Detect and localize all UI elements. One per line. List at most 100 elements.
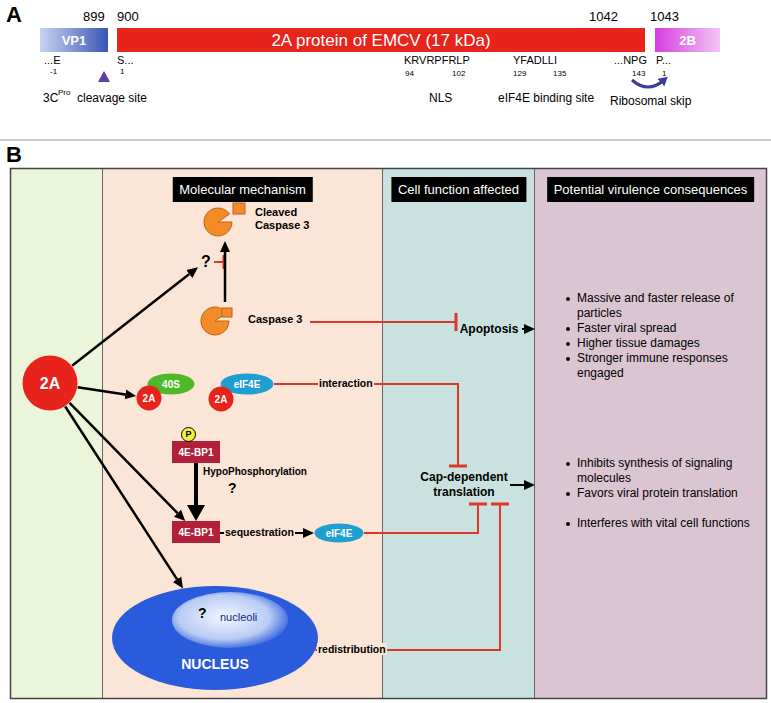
enzyme-shape [204,208,232,236]
panel-border [11,169,767,699]
cell-function: Cap-dependent translation [418,466,510,504]
bullet-item: Favors viral protein translation [577,486,757,501]
sequence-text: P... [656,54,671,67]
position-number: 129 [513,69,526,78]
protein-circle: 2A [22,355,78,411]
node-text: VP1 [62,33,87,48]
ellipse-shape [209,387,234,412]
node-text: NUCLEUS [170,656,260,672]
residue-number: 899 [83,10,105,25]
bullet-item: Massive and faster release of particles [577,291,757,321]
residue-number: 1042 [589,10,618,25]
arrow-connector [522,328,524,330]
node-text: 4E-BP1 [178,445,213,460]
bullet-item: Inhibits synthesis of signaling molecule… [577,456,757,486]
node-text: Cap-dependent translation [418,470,510,500]
node-text: 40S [162,377,180,392]
node-text: nucleoli [220,611,280,624]
enzyme-fragment [233,203,245,214]
site-name: cleavage site [77,92,147,106]
nucleoli-shape [172,592,288,648]
edge-label: HypoPhosphorylation [202,466,308,478]
arrow-connector [510,484,524,486]
bullet-item: Interferes with vital cell functions [577,516,757,531]
ellipse-shape [182,428,196,442]
node-text: Apoptosis [460,322,519,337]
skip-arrow [632,80,664,87]
mechanism-column: Molecular mechanism? Cleaved Caspase 3 Cas… [103,169,382,699]
panel-letter: A [6,2,22,27]
cleavage-triangle [98,71,110,82]
edge-label: redistribution [317,643,387,655]
column-header: Potential virulence consequences [547,177,755,202]
protein-segment: 2A protein of EMCV (17 kDa) [117,28,645,52]
node-text: 2A protein of EMCV (17 kDa) [271,33,490,48]
column-ground [11,169,102,699]
protein-circle: 2A [208,386,234,412]
protein-segment: 2B [655,28,720,52]
inhibition-connector [310,321,456,323]
arrow-connector [224,252,227,302]
inhibition-connector [274,384,458,466]
column-ground [535,169,766,699]
arrow-connector [72,274,189,366]
site-name: NLS [429,92,452,106]
node-text: 2A [143,391,156,406]
sequence-text: KRVRPFRLP [404,54,470,67]
position-number: -1 [50,67,57,76]
sequence-text: YFADLLI [513,54,557,67]
site-name: 3C [43,92,58,106]
node-text: ? [201,254,211,269]
node-text: eIF4E [234,377,261,392]
nucleus-shape [112,586,318,690]
phosphate-circle: P [181,427,196,442]
column-ground [103,169,382,699]
position-number: 143 [632,69,645,78]
sequence-text: S... [117,54,134,67]
edge-label: interaction [318,377,374,389]
site-name: Ribosomal skip [610,95,691,109]
node-text: 2B [679,33,696,48]
position-number: 1 [662,69,666,78]
caspase: Caspase 3 [200,302,310,338]
protein-circle: 2A [136,385,162,411]
column-border [382,169,383,699]
bullet-item: Faster viral spread [577,321,757,336]
node-text: Caspase 3 [248,313,310,326]
unknown-factor: ? [198,250,214,272]
nucleus-ellipse: ?nucleoliNUCLEUS [112,586,318,690]
column-header: Molecular mechanism [172,177,312,202]
panel-separator [0,139,771,141]
consequence-column: Potential virulence consequencesMassive … [535,169,766,699]
inhibition-connector [315,504,500,650]
node-text: eIF4E [326,526,353,541]
sequence-text: ...E [44,54,61,67]
inhibition-connector [364,504,478,533]
binding-protein-box: 4E-BP1 [172,521,220,543]
node-text: Cleaved Caspase 3 [255,206,317,231]
node-outline [112,586,318,690]
node-text: P [185,427,191,442]
bullet-item: Higher tissue damages [577,336,757,351]
ellipse-shape [137,386,162,411]
position-number: 135 [553,69,566,78]
function-column: Cell function affectedApoptosisCap-depen… [383,169,534,699]
unknown-mark: ? [228,480,237,496]
cell-function: Apoptosis [456,320,522,338]
arrow-connector [65,407,177,580]
edge-label: sequestration [224,526,295,538]
binding-protein-box: 4E-BP1 [172,441,220,463]
residue-number: 900 [117,10,139,25]
protein-segment: VP1 [40,28,108,52]
cleaved-caspase: Cleaved Caspase 3 [203,203,318,241]
node-text: 2A [40,376,60,391]
panel-letter: B [6,142,22,167]
node-text: 4E-BP1 [178,525,213,540]
node-text: 2A [215,392,228,407]
arrow-connector [194,463,198,505]
arrow-connector [78,387,126,394]
ellipse-shape [23,356,78,411]
position-number: 102 [452,69,465,78]
factor-ellipse: eIF4E [314,523,364,543]
